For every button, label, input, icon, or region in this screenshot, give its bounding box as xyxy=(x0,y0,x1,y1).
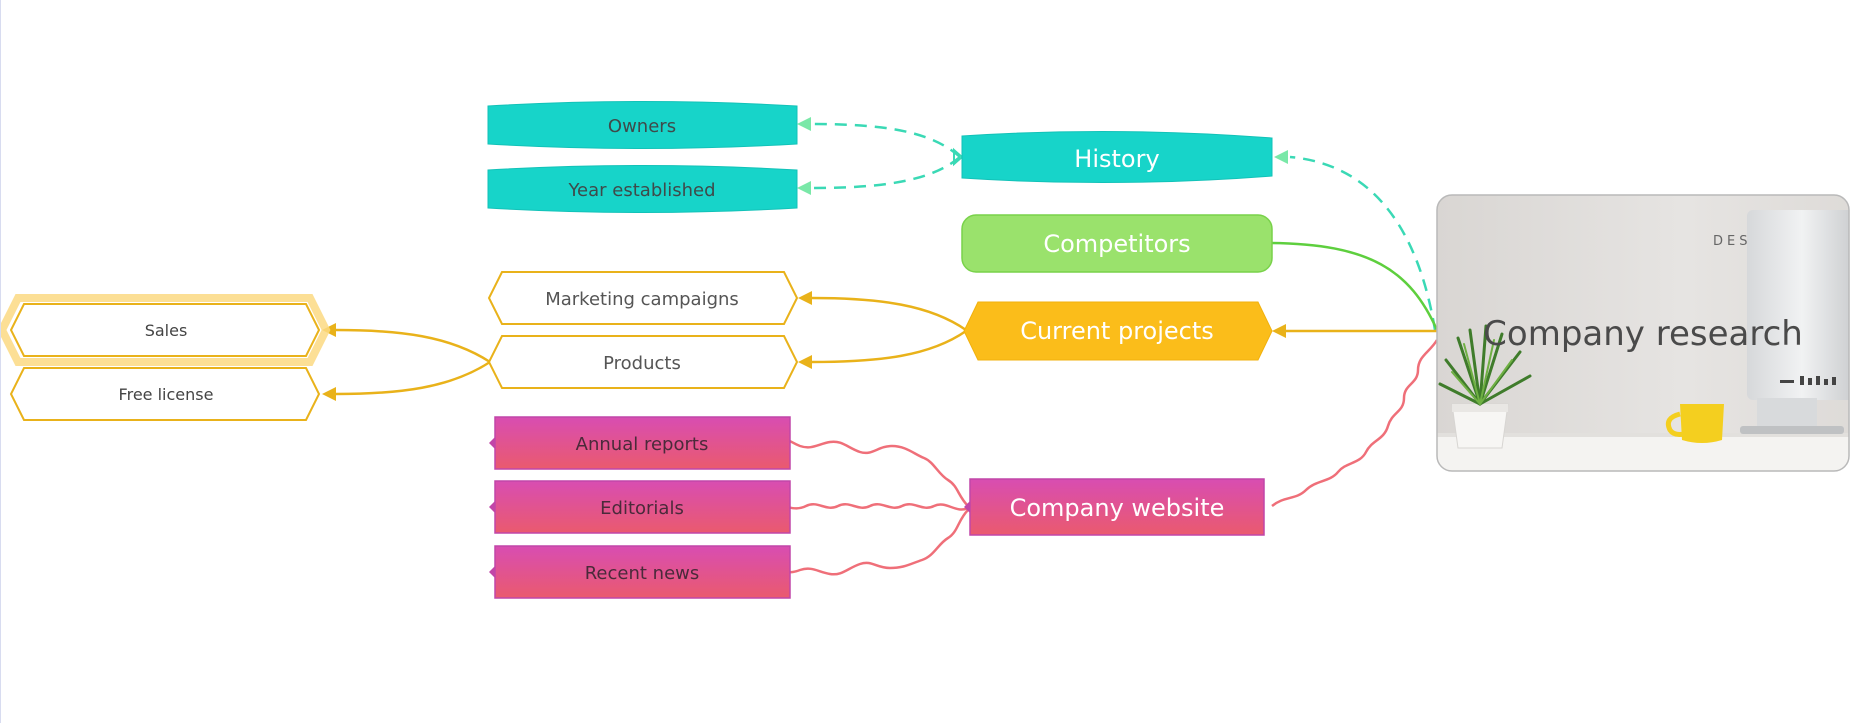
arrowhead-owners xyxy=(797,117,811,131)
node-competitors[interactable]: Competitors xyxy=(961,214,1273,273)
node-products-label: Products xyxy=(603,353,681,374)
node-owners-label: Owners xyxy=(608,116,676,137)
node-recent-news-label: Recent news xyxy=(585,563,700,584)
connector-website-recent xyxy=(785,509,969,576)
connector-website-annual xyxy=(785,438,969,507)
node-company-website[interactable]: Company website xyxy=(964,478,1265,536)
node-products[interactable]: Products xyxy=(487,335,799,389)
connector-projects-products xyxy=(811,329,967,364)
node-marketing-campaigns-label: Marketing campaigns xyxy=(545,289,739,310)
node-free-license-label: Free license xyxy=(119,385,214,404)
connector-root-website xyxy=(1271,339,1439,507)
node-free-license[interactable]: Free license xyxy=(9,367,321,421)
connector-root-competitors xyxy=(1270,241,1439,331)
connector-history-year xyxy=(809,156,961,190)
arrowhead-products xyxy=(798,355,812,369)
node-current-projects[interactable]: Current projects xyxy=(963,301,1273,361)
svg-text:DES: DES xyxy=(1713,234,1751,249)
root-node-label: Company research xyxy=(1483,314,1803,354)
node-annual-reports[interactable]: Annual reports xyxy=(489,416,791,470)
node-marketing-campaigns[interactable]: Marketing campaigns xyxy=(487,271,799,325)
connector-products-free-license xyxy=(335,360,491,396)
node-sales-label: Sales xyxy=(145,321,188,340)
node-sales[interactable]: Sales xyxy=(0,294,331,366)
history-connector-notch xyxy=(953,147,964,167)
node-sales-selection-halo xyxy=(0,294,331,366)
arrowhead-free-license xyxy=(322,387,336,401)
node-competitors-label: Competitors xyxy=(1043,230,1190,258)
root-node-company-research[interactable]: DES xyxy=(1436,194,1857,472)
node-editorials-label: Editorials xyxy=(600,498,684,519)
desk-photo-icon: DES xyxy=(1437,195,1849,471)
node-annual-reports-label: Annual reports xyxy=(576,434,709,455)
connector-website-editorials xyxy=(785,503,969,511)
node-editorials[interactable]: Editorials xyxy=(489,480,791,534)
arrowhead-marketing xyxy=(798,291,812,305)
node-company-website-label: Company website xyxy=(1010,494,1225,522)
node-history-label: History xyxy=(1074,145,1159,173)
node-recent-news[interactable]: Recent news xyxy=(489,545,791,599)
connectors xyxy=(322,117,1439,576)
connector-products-sales xyxy=(335,328,491,364)
connector-projects-marketing xyxy=(811,296,967,332)
node-current-projects-label: Current projects xyxy=(1020,317,1214,345)
canvas-left-border xyxy=(0,0,1,723)
arrowhead-projects xyxy=(1272,324,1286,338)
node-owners[interactable]: Owners xyxy=(487,101,798,149)
connector-history-owners xyxy=(809,122,961,158)
node-history[interactable]: History xyxy=(961,130,1273,184)
node-year-established[interactable]: Year established xyxy=(487,165,798,213)
arrowhead-year xyxy=(797,181,811,195)
root-node-border xyxy=(1436,194,1850,472)
arrowhead-history xyxy=(1274,150,1288,164)
node-year-established-label: Year established xyxy=(567,180,715,201)
connector-root-history xyxy=(1289,155,1437,331)
